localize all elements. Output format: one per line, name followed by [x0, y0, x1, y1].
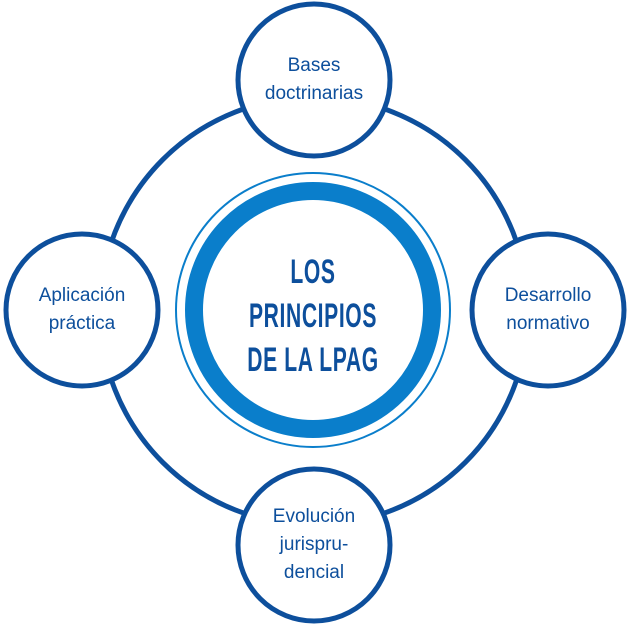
center-thick-ring	[185, 182, 441, 438]
node-label: normativo	[506, 313, 590, 334]
node-bottom-circle	[235, 466, 393, 624]
node-desarrollo-normativo: Desarrollo normativo	[473, 235, 623, 385]
center-title: LOS PRINCIPIOS DE LA LPAG	[239, 250, 388, 382]
node-label: Desarrollo	[504, 285, 592, 306]
node-label: jurispru-	[279, 534, 349, 555]
node-bases-doctrinarias: Bases doctrinarias	[239, 5, 389, 155]
node-aplicacion-practica: Aplicación práctica	[7, 235, 157, 385]
node-label: Bases	[287, 55, 341, 76]
node-label: Aplicación	[38, 285, 126, 306]
center-title-line: DE LA LPAG	[247, 341, 379, 379]
node-label: dencial	[283, 562, 345, 583]
node-top-circle	[235, 1, 393, 159]
node-left-circle	[3, 231, 161, 389]
node-right-circle	[469, 231, 627, 389]
node-label: práctica	[48, 313, 116, 334]
node-label: doctrinarias	[264, 83, 364, 104]
node-evolucion-jurisprudencial: Evolución jurispru-dencial	[239, 470, 389, 620]
center-title-line: LOS PRINCIPIOS	[248, 253, 378, 335]
node-label: Evolución	[272, 506, 356, 527]
